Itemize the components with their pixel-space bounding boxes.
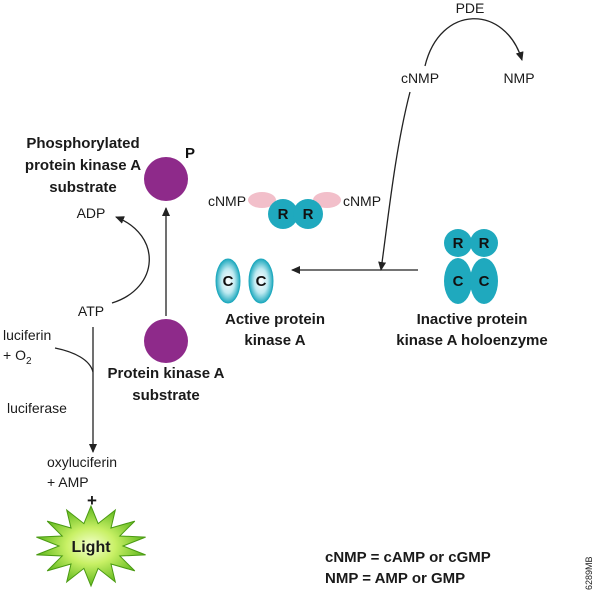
- oxygen-label: + O2: [3, 347, 32, 367]
- oxygen-subscript: 2: [26, 356, 32, 367]
- pka-substrate-label-2: substrate: [132, 387, 200, 404]
- holo-r-subunit-left: [444, 229, 472, 257]
- luciferin-label: luciferin: [3, 327, 51, 343]
- phospho-substrate-label-1: Phosphorylated: [26, 135, 139, 152]
- amp-label: + AMP: [47, 474, 89, 490]
- r-subunit-left: [268, 199, 298, 229]
- plus-label: +: [87, 491, 97, 510]
- legend-line-2: NMP = AMP or GMP: [325, 570, 465, 587]
- pde-arrow: [424, 18, 524, 67]
- nmp-label: NMP: [503, 70, 534, 86]
- pka-substrate-label-1: Protein kinase A: [108, 365, 225, 382]
- c-subunit-left: [215, 258, 241, 304]
- phospho-substrate-label-2: protein kinase A: [25, 157, 141, 174]
- luciferin-merge-line: [54, 347, 94, 373]
- cnmp-release-arrow: [378, 91, 411, 271]
- figure-code: 6289MB: [584, 556, 594, 590]
- c-label-right: C: [256, 273, 267, 290]
- r-label-left: R: [278, 206, 289, 223]
- c-subunit-right: [248, 258, 274, 304]
- inactive-pka-label-2: kinase A holoenzyme: [396, 332, 547, 349]
- light-label: Light: [71, 539, 111, 556]
- oxygen-prefix: + O: [3, 347, 26, 363]
- pka-substrate-circle: [144, 319, 188, 363]
- pde-label: PDE: [456, 0, 485, 16]
- c-label-left: C: [223, 273, 234, 290]
- atp-to-adp-arrow: [111, 216, 150, 304]
- holo-c-label-left: C: [453, 273, 464, 290]
- phosphate-label: P: [185, 145, 195, 162]
- cnmp-bead-left: [248, 192, 276, 208]
- r-label-right: R: [303, 206, 314, 223]
- holo-c-subunit-right: [470, 258, 498, 304]
- light-burst-icon: [36, 504, 146, 588]
- holo-r-subunit-right: [470, 229, 498, 257]
- holo-c-subunit-left: [444, 258, 472, 304]
- cnmp-left-label: cNMP: [208, 193, 246, 209]
- active-pka-label-2: kinase A: [244, 332, 305, 349]
- atp-label: ATP: [78, 303, 104, 319]
- adp-label: ADP: [77, 205, 106, 221]
- inactive-pka-label-1: Inactive protein: [417, 311, 528, 328]
- cnmp-right-label: cNMP: [343, 193, 381, 209]
- holo-c-label-right: C: [479, 273, 490, 290]
- phospho-substrate-circle: [144, 157, 188, 201]
- oxyluciferin-label: oxyluciferin: [47, 454, 117, 470]
- phospho-substrate-label-3: substrate: [49, 179, 117, 196]
- holo-r-label-right: R: [479, 235, 490, 252]
- holo-r-label-left: R: [453, 235, 464, 252]
- luciferase-label: luciferase: [7, 400, 67, 416]
- active-pka-label-1: Active protein: [225, 311, 325, 328]
- legend-line-1: cNMP = cAMP or cGMP: [325, 549, 491, 566]
- cnmp-top-label: cNMP: [401, 70, 439, 86]
- cnmp-bead-right: [313, 192, 341, 208]
- r-subunit-right: [293, 199, 323, 229]
